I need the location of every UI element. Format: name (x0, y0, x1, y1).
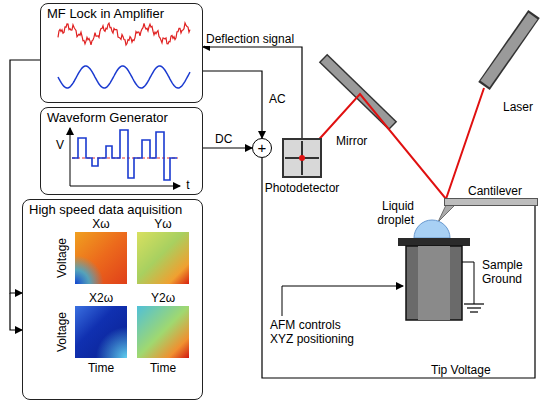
axis-label: Xω (81, 217, 121, 231)
connector (10, 60, 40, 330)
sample-plate (398, 238, 470, 246)
instrument-panel: MF Lock in Amplifier (40, 3, 203, 103)
node-label: + (253, 139, 271, 157)
beam-spot (299, 155, 305, 161)
node-label: Cantilever (468, 184, 522, 198)
axis-label: Time (138, 361, 188, 375)
axis (70, 128, 71, 186)
axis-label: Time (76, 361, 126, 375)
instrument-panel: Waveform Generator (40, 107, 203, 195)
axis-label: X2ω (81, 291, 121, 305)
part-label: Sample Ground (482, 258, 530, 286)
photodiode-face (283, 139, 321, 177)
ground-symbol (467, 307, 481, 308)
connector (203, 148, 252, 149)
ground-wire (462, 262, 474, 304)
cantilever-beam (444, 198, 538, 206)
axis (70, 186, 180, 187)
axis-label: Voltage (55, 233, 69, 283)
connector-line (10, 60, 40, 293)
part-label: Liquid droplet (368, 199, 414, 227)
part-label: AFM controls XYZ positioning (270, 318, 366, 346)
pulse-train (72, 130, 177, 180)
ground-symbol (470, 311, 478, 312)
panel-title: Waveform Generator (41, 108, 202, 127)
axis-label: t (183, 178, 193, 192)
axis-label: Voltage (55, 307, 69, 357)
sample-stage (406, 246, 462, 320)
control-line (282, 286, 403, 316)
cantilever: Cantilever (444, 184, 538, 206)
connector-line (10, 293, 22, 330)
mirror (324, 59, 392, 125)
axis-label: Yω (143, 217, 183, 231)
axis-label: V (54, 138, 66, 152)
connector-line (203, 47, 302, 138)
heatmap (75, 232, 127, 284)
heatmap (137, 232, 189, 284)
heatmap (137, 306, 189, 358)
part-label: Laser (503, 100, 541, 114)
tip (438, 205, 455, 222)
heatmap (75, 306, 127, 358)
connector (203, 47, 302, 138)
laser (484, 14, 534, 86)
ground-symbol (464, 303, 484, 304)
edge-label: DC (214, 132, 233, 146)
heatmap (75, 232, 127, 284)
summing-junction: + (252, 138, 272, 158)
edge-label: Tip Voltage (430, 363, 492, 377)
mirror (323, 58, 393, 126)
panel-title: MF Lock in Amplifier (41, 4, 202, 23)
heatmap (75, 306, 127, 358)
part-label: Mirror (336, 134, 386, 148)
connector-line (203, 71, 262, 138)
panel-title: High speed data aquisition (23, 200, 202, 219)
sample-stage (418, 246, 450, 320)
photodiode-quadrants (282, 138, 322, 178)
axis-label: Y2ω (143, 291, 183, 305)
edge-label: AC (268, 92, 287, 106)
connector-line (203, 147, 252, 148)
laser (485, 16, 533, 84)
sine-signal (58, 66, 190, 88)
photodetector: Photodetector (260, 138, 344, 198)
node-label: Photodetector (260, 181, 344, 195)
droplet (414, 220, 450, 238)
connector (203, 71, 262, 138)
noisy-signal (58, 23, 190, 45)
edge-label: Deflection signal (205, 32, 295, 46)
